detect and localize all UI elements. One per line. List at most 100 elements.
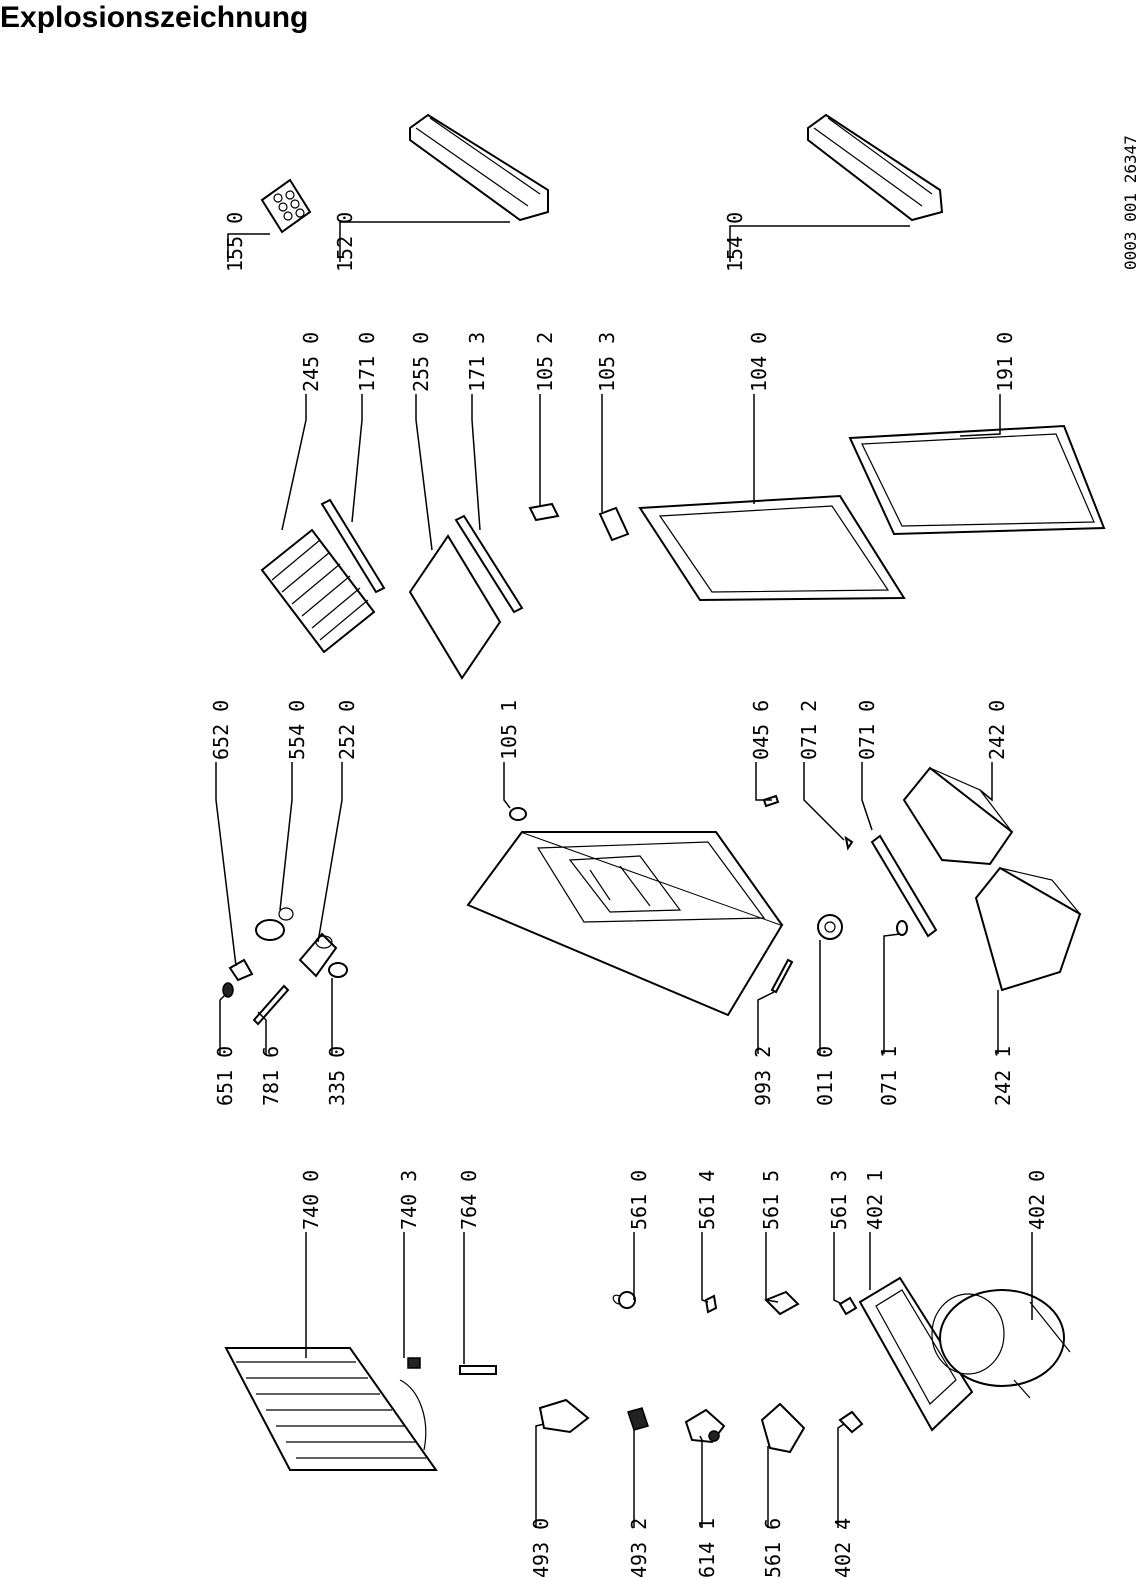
leader-line — [257, 1011, 267, 1054]
hinge-upper-part — [528, 502, 560, 522]
drain-cover-part — [817, 914, 843, 940]
part-number-label: 255 0 — [409, 332, 433, 392]
part-number-label: 045 6 — [749, 700, 773, 760]
cable-clip-part — [838, 1410, 864, 1434]
leader-line — [803, 762, 845, 841]
part-number-label: 402 0 — [1025, 1170, 1049, 1230]
leader-line — [351, 394, 363, 523]
shelf-trim-lower-part — [454, 514, 524, 614]
leader-line — [503, 762, 511, 809]
part-number-label: 071 0 — [855, 700, 879, 760]
compressor-part — [931, 1289, 1071, 1399]
lamp-housing-part — [298, 932, 338, 978]
part-number-label: 764 0 — [457, 1170, 481, 1230]
start-relay-part — [612, 1291, 636, 1309]
door-shelf-lower-part — [807, 113, 944, 222]
part-number-label: 105 2 — [533, 332, 557, 392]
part-number-label: 105 3 — [595, 332, 619, 392]
part-number-label: 171 3 — [465, 332, 489, 392]
relay-part — [627, 1407, 649, 1431]
part-number-label: 561 0 — [627, 1170, 651, 1230]
part-number-label: 242 0 — [985, 700, 1009, 760]
screw-part — [762, 794, 780, 808]
part-number-label: 071 2 — [797, 700, 821, 760]
evaporator-part — [224, 1347, 438, 1471]
shelf-trim-upper-part — [320, 498, 386, 594]
door-frame-part — [638, 494, 906, 602]
leader-line — [757, 991, 775, 1054]
part-number-label: 740 3 — [397, 1170, 421, 1230]
filter-drier-part — [407, 1357, 421, 1369]
part-number-label: 171 0 — [355, 332, 379, 392]
leader-line — [279, 762, 293, 911]
door-gasket-part — [848, 424, 1106, 536]
leader-line — [833, 1232, 843, 1305]
leader-line — [701, 1232, 709, 1303]
part-number-label: 155 0 — [223, 212, 247, 272]
part-number-label: 105 1 — [497, 700, 521, 760]
drain-plug-part — [896, 920, 908, 936]
leader-line — [215, 762, 237, 967]
doc-number: 0003 001 26347 — [1121, 135, 1140, 270]
part-number-label: 561 4 — [695, 1170, 719, 1230]
leader-line — [535, 1423, 545, 1528]
leader-line — [227, 233, 270, 262]
leader-line — [861, 762, 873, 831]
part-number-label: 071 1 — [877, 1046, 901, 1106]
part-number-label: 402 4 — [831, 1518, 855, 1578]
bracket-part — [538, 1398, 590, 1434]
capillary-part — [252, 984, 290, 1026]
part-number-label: 651 0 — [213, 1046, 237, 1106]
crisper-drawer-large-part — [974, 866, 1082, 992]
leader-line — [339, 221, 510, 262]
starter-part — [760, 1402, 806, 1454]
part-number-label: 152 0 — [333, 212, 357, 272]
part-number-label: 242 1 — [991, 1046, 1015, 1106]
wire-shelf-part — [260, 528, 376, 654]
leader-line — [755, 762, 772, 801]
part-number-label: 561 6 — [761, 1518, 785, 1578]
cabinet-part — [466, 830, 784, 1017]
part-number-label: 554 0 — [285, 700, 309, 760]
leader-line — [699, 1435, 703, 1528]
part-number-label: 011 0 — [813, 1046, 837, 1106]
hinge-lower-part — [598, 506, 630, 542]
lamp-cover-part — [328, 962, 348, 978]
part-number-label: 335 0 — [325, 1046, 349, 1106]
capillary-tube-part — [459, 1365, 497, 1375]
part-number-label: 561 3 — [827, 1170, 851, 1230]
leader-line — [415, 394, 433, 551]
grommet-part — [838, 1296, 858, 1316]
egg-tray-part — [260, 178, 312, 234]
thermostat-knob-part — [255, 907, 294, 941]
leader-line — [883, 933, 901, 1054]
leader-line — [959, 394, 1001, 437]
part-number-label: 493 2 — [627, 1518, 651, 1578]
cover-clip-part — [764, 1290, 800, 1316]
part-number-label: 781 6 — [259, 1046, 283, 1106]
part-number-label: 993 2 — [751, 1046, 775, 1106]
overload-protector-part — [684, 1408, 726, 1444]
leader-line — [765, 1232, 779, 1303]
leader-line — [729, 225, 910, 262]
part-number-label: 104 0 — [747, 332, 771, 392]
glass-shelf-part — [408, 534, 502, 680]
drain-rail-part — [870, 834, 938, 938]
part-number-label: 191 0 — [993, 332, 1017, 392]
part-number-label: 252 0 — [335, 700, 359, 760]
crisper-drawer-small-part — [902, 766, 1014, 866]
leader-line — [317, 762, 343, 943]
leader-line — [979, 762, 993, 802]
terminal-part — [704, 1294, 718, 1314]
part-number-label: 154 0 — [723, 212, 747, 272]
clip-small-part — [844, 835, 854, 851]
part-number-label: 614 1 — [695, 1518, 719, 1578]
part-number-label: 245 0 — [299, 332, 323, 392]
leader-line — [219, 993, 227, 1054]
door-shelf-upper-part — [409, 113, 549, 222]
part-number-label: 652 0 — [209, 700, 233, 760]
part-number-label: 740 0 — [299, 1170, 323, 1230]
compressor-base-part — [858, 1276, 974, 1432]
part-number-label: 402 1 — [863, 1170, 887, 1230]
